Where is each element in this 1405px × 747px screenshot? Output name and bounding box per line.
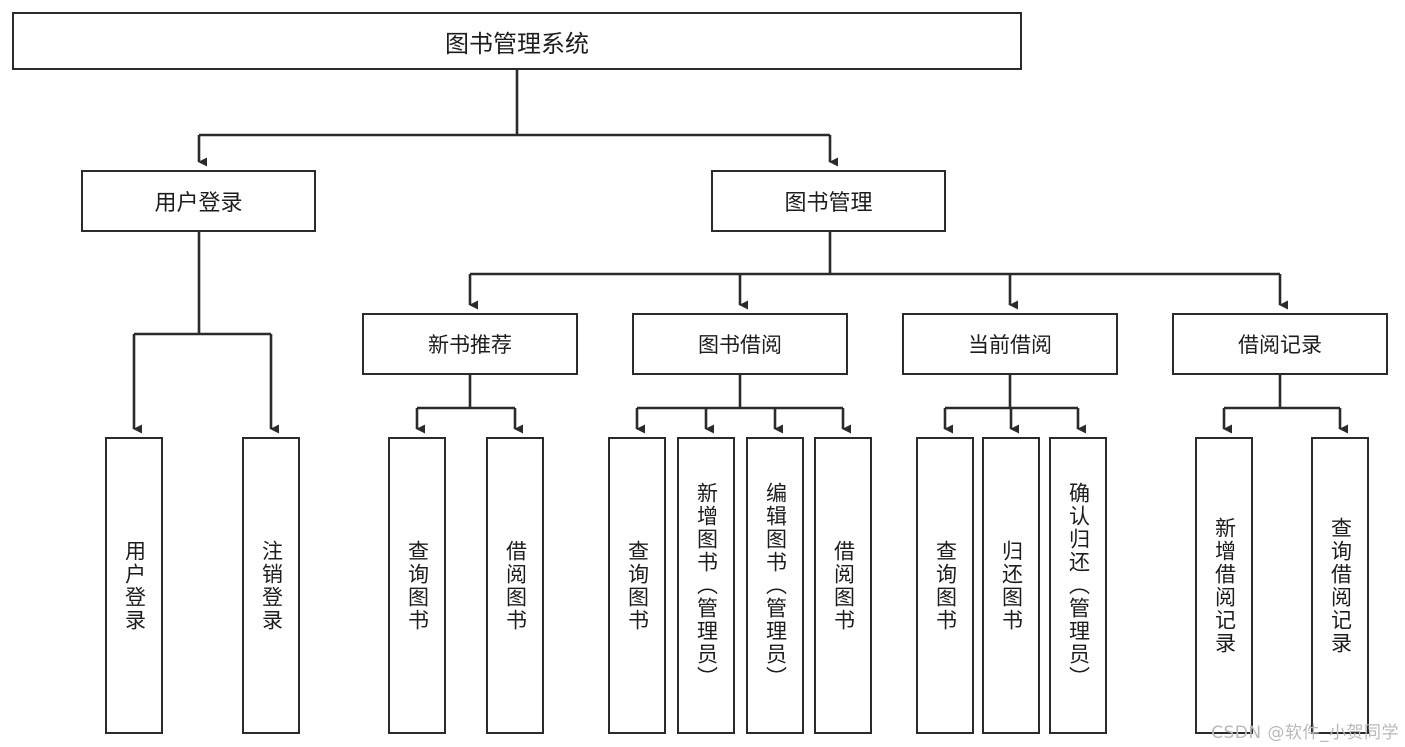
leaf-book-borrow-borrow[interactable]: 借阅图书: [814, 437, 872, 734]
node-borrow-record[interactable]: 借阅记录: [1172, 313, 1388, 375]
node-book-borrow-label: 图书借阅: [698, 333, 782, 357]
leaf-label: 查询图书: [933, 539, 958, 632]
leaf-label: 查询图书: [405, 539, 430, 632]
leaf-new-book-query[interactable]: 查询图书: [388, 437, 446, 734]
node-root-label: 图书管理系统: [445, 29, 589, 58]
node-book-borrow[interactable]: 图书借阅: [632, 313, 848, 375]
leaf-book-borrow-edit[interactable]: 编辑图书（管理员）: [746, 437, 804, 734]
leaf-book-borrow-add[interactable]: 新增图书（管理员）: [677, 437, 735, 734]
leaf-label: 确认归还（管理员）: [1066, 482, 1091, 689]
leaf-current-borrow-confirm-return[interactable]: 确认归还（管理员）: [1049, 437, 1107, 734]
leaf-user-login-login[interactable]: 用户登录: [105, 437, 163, 734]
leaf-label: 新增图书（管理员）: [694, 482, 719, 689]
leaf-current-borrow-query[interactable]: 查询图书: [916, 437, 974, 734]
node-new-book-recommend-label: 新书推荐: [428, 333, 512, 357]
leaf-label: 注销登录: [259, 539, 284, 632]
node-borrow-record-label: 借阅记录: [1238, 333, 1322, 357]
leaf-label: 归还图书: [999, 539, 1024, 632]
node-current-borrow[interactable]: 当前借阅: [902, 313, 1118, 375]
node-user-login[interactable]: 用户登录: [81, 170, 316, 232]
leaf-label: 借阅图书: [503, 539, 528, 632]
node-book-management[interactable]: 图书管理: [711, 170, 946, 232]
node-book-management-label: 图书管理: [784, 191, 873, 216]
leaf-new-book-borrow[interactable]: 借阅图书: [486, 437, 544, 734]
node-root[interactable]: 图书管理系统: [12, 12, 1022, 70]
leaf-book-borrow-query[interactable]: 查询图书: [608, 437, 666, 734]
leaf-borrow-record-query[interactable]: 查询借阅记录: [1311, 437, 1369, 734]
leaf-user-login-logout[interactable]: 注销登录: [242, 437, 300, 734]
leaf-borrow-record-add[interactable]: 新增借阅记录: [1195, 437, 1253, 734]
leaf-current-borrow-return[interactable]: 归还图书: [982, 437, 1040, 734]
leaf-label: 编辑图书（管理员）: [763, 482, 788, 689]
leaf-label: 查询图书: [625, 539, 650, 632]
leaf-label: 新增借阅记录: [1212, 516, 1237, 655]
leaf-label: 查询借阅记录: [1328, 516, 1353, 655]
leaf-label: 用户登录: [122, 539, 147, 632]
node-new-book-recommend[interactable]: 新书推荐: [362, 313, 578, 375]
node-user-login-label: 用户登录: [154, 191, 243, 216]
watermark: CSDN @软件_小贺同学: [1211, 723, 1399, 743]
node-current-borrow-label: 当前借阅: [968, 333, 1052, 357]
leaf-label: 借阅图书: [831, 539, 856, 632]
